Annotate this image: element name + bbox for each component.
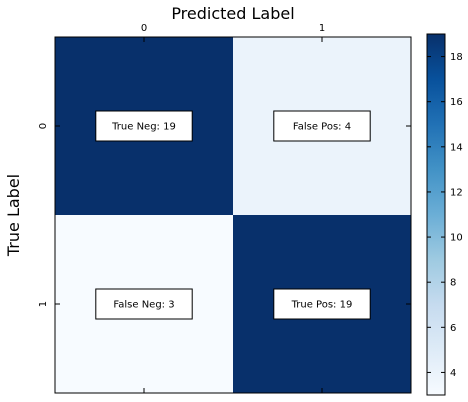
y-tick-label: 0: [38, 123, 49, 129]
colorbar-tick-label: 16: [450, 97, 463, 108]
cell-label: False Pos: 4: [293, 122, 351, 133]
cell-label: False Neg: 3: [113, 300, 174, 311]
colorbar-tick-label: 14: [450, 142, 463, 153]
x-tick-label: 1: [319, 23, 325, 34]
cell-label-box: [273, 288, 371, 320]
x-axis-label: Predicted Label: [171, 4, 294, 23]
y-axis-label: True Label: [4, 174, 23, 257]
colorbar-tick-label: 4: [450, 368, 456, 379]
colorbar-gradient: [426, 33, 446, 396]
heatmap-cells: [55, 37, 411, 393]
y-tick-label: 1: [38, 301, 49, 307]
cell-label: True Neg: 19: [111, 122, 176, 133]
colorbar-tick-label: 12: [450, 187, 463, 198]
x-tick-label: 0: [141, 23, 147, 34]
cell-label-box: [273, 110, 371, 142]
heatmap-cell-labels: True Neg: 19 False Pos: 4 False Neg: 3 True…: [95, 110, 371, 320]
cell-label-box: [95, 110, 193, 142]
cell-label: True Pos: 19: [291, 300, 353, 311]
colorbar: 4 6 8 10 12 14 16 18: [426, 33, 463, 396]
colorbar-ticks: 4 6 8 10 12 14 16 18: [427, 52, 463, 379]
colorbar-tick-label: 10: [450, 233, 463, 244]
colorbar-tick-label: 6: [450, 323, 456, 334]
colorbar-tick-label: 8: [450, 278, 456, 289]
plot-frame: [54, 36, 412, 394]
cell-label-box: [95, 288, 193, 320]
y-axis-ticks: 01: [38, 123, 411, 307]
colorbar-tick-label: 18: [450, 52, 463, 63]
